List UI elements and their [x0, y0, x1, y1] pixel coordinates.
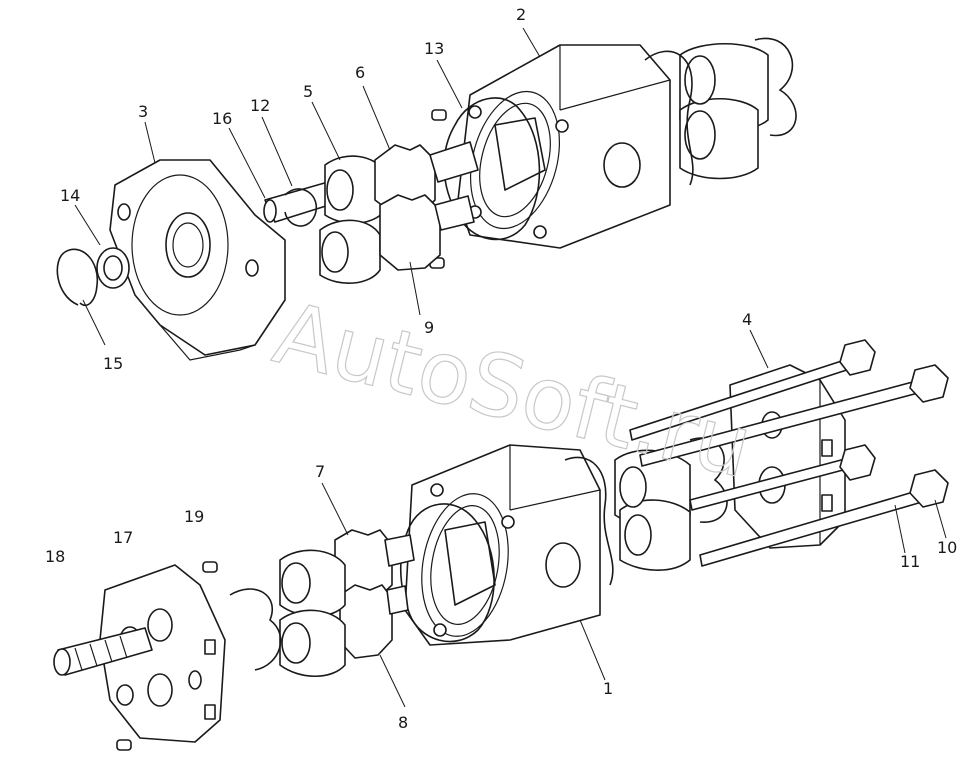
callout-labels: 1 2 3 4 5 6 7 8 9 10 11 12 13 14 15 16 1… [45, 5, 957, 732]
callout-5: 5 [303, 82, 313, 101]
callout-11: 11 [900, 552, 920, 571]
part-19-dowel-pin [202, 561, 218, 573]
callout-17: 17 [113, 528, 133, 547]
part-10-bolt-head [909, 364, 949, 508]
dowel-pin-upper-1 [431, 109, 447, 121]
part-9-upper-driven-gear [379, 194, 475, 271]
dowel-pin-lower-2 [116, 739, 132, 751]
callout-1: 1 [603, 679, 613, 698]
callout-12: 12 [250, 96, 270, 115]
part-3-front-cover [109, 159, 286, 361]
leader-lines [74, 27, 947, 708]
part-12-retaining-ring [284, 188, 318, 227]
callout-9: 9 [424, 318, 434, 337]
part-2-upper-housing [457, 44, 671, 249]
upper-rear-bushings [644, 37, 797, 186]
part-14-shaft-seal [96, 247, 130, 289]
part-18-splined-shaft [53, 627, 153, 676]
part-13-upper-seal [443, 97, 541, 241]
callout-16: 16 [212, 109, 232, 128]
lower-front-bushings [279, 549, 346, 677]
callout-4: 4 [742, 310, 752, 329]
part-8-lower-driven-gear [339, 584, 409, 659]
callout-8: 8 [398, 713, 408, 732]
callout-14: 14 [60, 186, 80, 205]
callout-13: 13 [424, 39, 444, 58]
part-1-lower-housing [404, 444, 601, 646]
callout-10: 10 [937, 538, 957, 557]
part-11-bolts [629, 339, 923, 567]
part-17-flange-plate [99, 564, 226, 743]
callout-3: 3 [138, 102, 148, 121]
callout-18: 18 [45, 547, 65, 566]
callout-2: 2 [516, 5, 526, 24]
lower-front-ring [229, 588, 282, 671]
callout-6: 6 [355, 63, 365, 82]
callout-15: 15 [103, 354, 123, 373]
part-15-snap-ring [56, 248, 99, 307]
part-5-upper-bushing [319, 155, 386, 285]
callout-19: 19 [184, 507, 204, 526]
callout-7: 7 [315, 462, 325, 481]
